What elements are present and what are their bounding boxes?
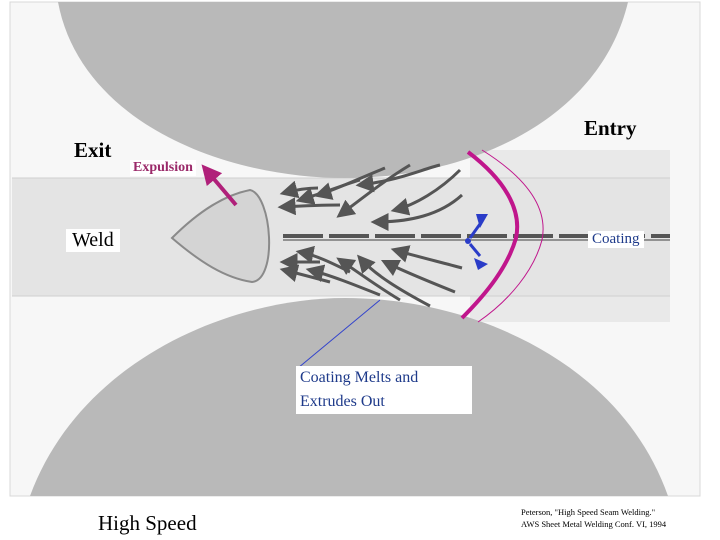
flow-arrow [355,163,441,193]
sheet-entry-band-lower [470,296,670,322]
coating-melts-line1: Coating Melts and [300,369,419,386]
leader-line [297,299,381,369]
entry-label: Entry [584,116,637,140]
coating-extrusion-arrows [465,214,488,270]
weld-label: Weld [66,229,120,252]
coating-arrow-up [476,214,488,228]
citation: Peterson, "High Speed Seam Welding." AWS… [521,506,666,530]
flow-arrow [277,197,341,216]
citation-line2: AWS Sheet Metal Welding Conf. VI, 1994 [521,519,667,529]
citation-line1: Peterson, "High Speed Seam Welding." [521,507,656,517]
coating-melts-line2: Extrudes Out [300,393,385,410]
flow-arrow [357,254,431,308]
coating-label: Coating [588,231,644,248]
upper-roller [58,2,628,178]
flow-arrow [336,257,401,302]
expulsion-label: Expulsion [130,160,196,176]
coating-arrow-down [474,258,488,270]
flow-arrow [313,166,386,200]
flow-arrow [390,168,462,216]
flow-arrow [305,264,381,297]
expulsion-arrow [201,164,238,207]
exit-label: Exit [74,138,112,162]
flow-arrows-lower [279,245,463,308]
flow-arrows-upper [277,163,464,231]
flow-arrow [390,245,463,270]
flow-arrow [370,193,464,231]
sheet-entry-band [470,150,670,178]
flow-arrow [380,259,456,294]
coating-melts-callout: Coating Melts and Extrudes Out [296,366,472,414]
coating-front-outline [477,149,544,323]
coating-front [460,150,520,320]
speed-label: High Speed [98,511,197,535]
weld-nugget [170,188,270,284]
